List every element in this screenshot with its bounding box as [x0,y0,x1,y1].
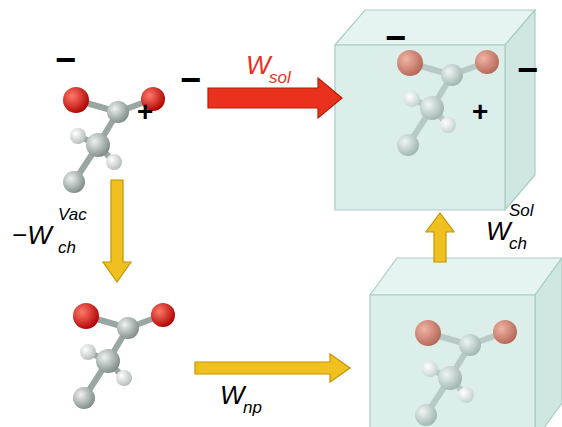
atom [475,50,499,74]
atom [80,344,96,360]
cube-face [335,10,535,45]
work-symbol: W [246,52,271,78]
atom [440,117,456,133]
cube-face [535,258,562,427]
atom [397,134,419,156]
work-subscript: np [243,399,262,416]
atom [422,361,438,377]
solvent-cube [335,10,535,210]
atom [459,334,481,356]
work-superscript: Vac [58,206,87,223]
cube-face [370,295,535,427]
charge-sign: − [180,62,201,98]
atom [86,133,110,157]
cube-face [335,45,505,210]
discharge-arrow [103,180,131,282]
atom [106,154,122,170]
work-superscript: Sol [509,202,534,219]
charge-sign: + [137,98,153,126]
charging-arrow [426,213,454,262]
atom [438,366,462,390]
work-symbol: W [220,382,245,408]
atom [420,96,444,120]
work-subscript: sol [269,69,291,86]
atom [458,387,474,403]
charged-molecule [63,87,165,193]
atom [70,128,86,144]
solvated-charged-molecule [397,50,499,156]
atom [415,404,437,426]
cube-face [505,10,535,210]
atom [404,91,420,107]
charge-sign: − [385,20,406,56]
solvated-neutral-molecule [415,320,517,426]
atom [96,349,120,373]
atom [151,303,175,327]
atom [73,303,99,329]
charge-sign: − [517,52,538,88]
atom [415,320,441,346]
atom [493,320,517,344]
neutral-molecule [73,303,175,409]
charge-sign: + [472,98,488,126]
work-subscript: ch [58,239,76,256]
work-subscript: ch [509,235,527,252]
work-symbol: W [486,218,511,244]
atom [117,317,139,339]
nonpolar-arrow [195,354,350,382]
solvent-cube [370,258,562,427]
atom [63,171,85,193]
cube-face [370,258,562,295]
charge-sign: − [55,42,76,78]
atom [107,101,129,123]
atom [63,87,89,113]
atom [441,64,463,86]
work-symbol: −W [12,222,52,248]
atom [116,370,132,386]
atom [73,387,95,409]
